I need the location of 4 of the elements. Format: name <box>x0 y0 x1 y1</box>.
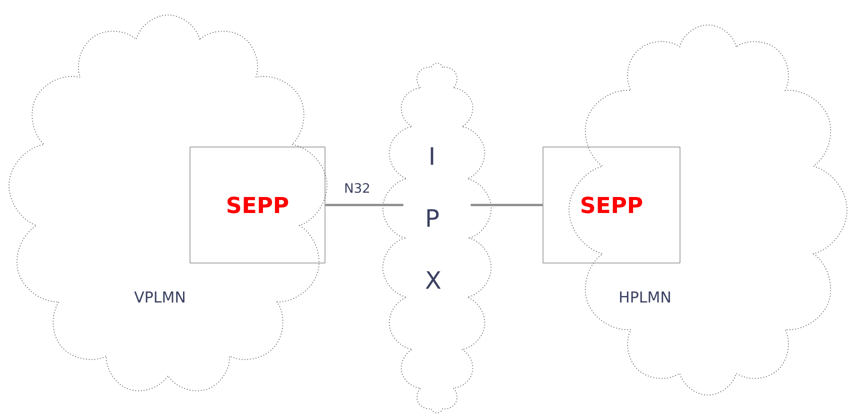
connector-line <box>325 204 404 206</box>
edge-label: N32 <box>345 183 370 193</box>
connector-line <box>470 204 543 206</box>
node-box: SEPP <box>542 146 680 264</box>
